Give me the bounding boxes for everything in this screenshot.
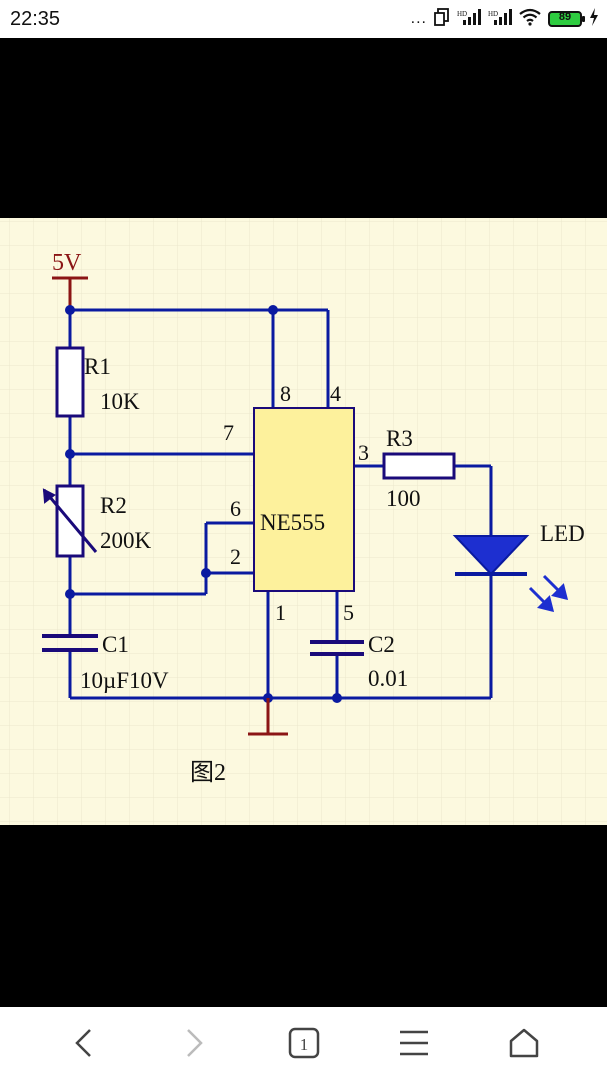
home-icon: [509, 1028, 539, 1058]
r1-name: R1: [84, 354, 111, 379]
figure-caption: 图2: [190, 760, 226, 786]
menu-icon: [400, 1030, 428, 1056]
c2-capacitor: [310, 640, 364, 656]
ic-name: NE555: [260, 510, 325, 535]
ground-symbol: [248, 698, 288, 736]
wifi-icon: [519, 8, 541, 31]
svg-text:HD: HD: [488, 10, 498, 18]
tab-count: 1: [300, 1035, 309, 1054]
led-light-arrows-icon: [528, 574, 569, 613]
junction-dots: [65, 305, 342, 703]
tabs-button[interactable]: 1: [282, 1021, 326, 1065]
signal-1-icon: HD: [457, 8, 481, 31]
led-diode: [452, 535, 530, 576]
led-label: LED: [540, 521, 585, 546]
r1-value: 10K: [100, 389, 140, 414]
r2-name: R2: [100, 493, 127, 518]
signal-2-icon: HD: [488, 8, 512, 31]
circuit-schematic: 5V: [0, 218, 607, 825]
tabs-icon: 1: [288, 1027, 320, 1059]
status-bar: 22:35 ... HD HD 89: [0, 0, 607, 38]
menu-button[interactable]: [392, 1021, 436, 1065]
battery-level: 89: [558, 11, 572, 23]
back-button[interactable]: [62, 1021, 106, 1065]
pin-3-label: 3: [358, 440, 369, 465]
forward-arrow-icon: [187, 1029, 203, 1057]
c1-capacitor: [42, 634, 98, 652]
c2-value: 0.01: [368, 666, 408, 691]
back-arrow-icon: [75, 1029, 91, 1057]
letterbox-top: [0, 38, 607, 218]
circuit-image[interactable]: 5V: [0, 218, 607, 825]
ne555-chip: [253, 407, 355, 592]
wires: [68, 308, 493, 728]
charging-icon: [589, 7, 599, 31]
bottom-nav-bar: 1: [0, 1007, 607, 1080]
r2-value: 200K: [100, 528, 152, 553]
power-symbol: [52, 276, 88, 310]
c2-name: C2: [368, 632, 395, 657]
r1-resistor: [55, 346, 85, 418]
svg-text:HD: HD: [457, 10, 467, 18]
battery-icon: 89: [548, 11, 585, 27]
more-dots-icon: ...: [410, 10, 427, 27]
pin-4-label: 4: [330, 381, 341, 406]
pin-8-label: 8: [280, 381, 291, 406]
r2-resistor: [55, 484, 85, 558]
status-time: 22:35: [10, 8, 61, 30]
home-button[interactable]: [502, 1021, 546, 1065]
r3-name: R3: [386, 426, 413, 451]
r2-adjust-arrow: [42, 488, 98, 553]
screen-mirror-icon: [434, 7, 450, 31]
forward-button[interactable]: [172, 1021, 216, 1065]
pin-7-label: 7: [223, 420, 234, 445]
pin-2-label: 2: [230, 544, 241, 569]
pin-5-label: 5: [343, 600, 354, 625]
supply-label: 5V: [52, 250, 82, 276]
r3-resistor: [382, 452, 456, 480]
letterbox-bottom: [0, 825, 607, 1007]
r3-value: 100: [386, 486, 421, 511]
pin-6-label: 6: [230, 496, 241, 521]
pin-1-label: 1: [275, 600, 286, 625]
c1-name: C1: [102, 632, 129, 657]
status-icons: ... HD HD 89: [411, 7, 599, 31]
c1-value: 10µF10V: [80, 668, 169, 693]
